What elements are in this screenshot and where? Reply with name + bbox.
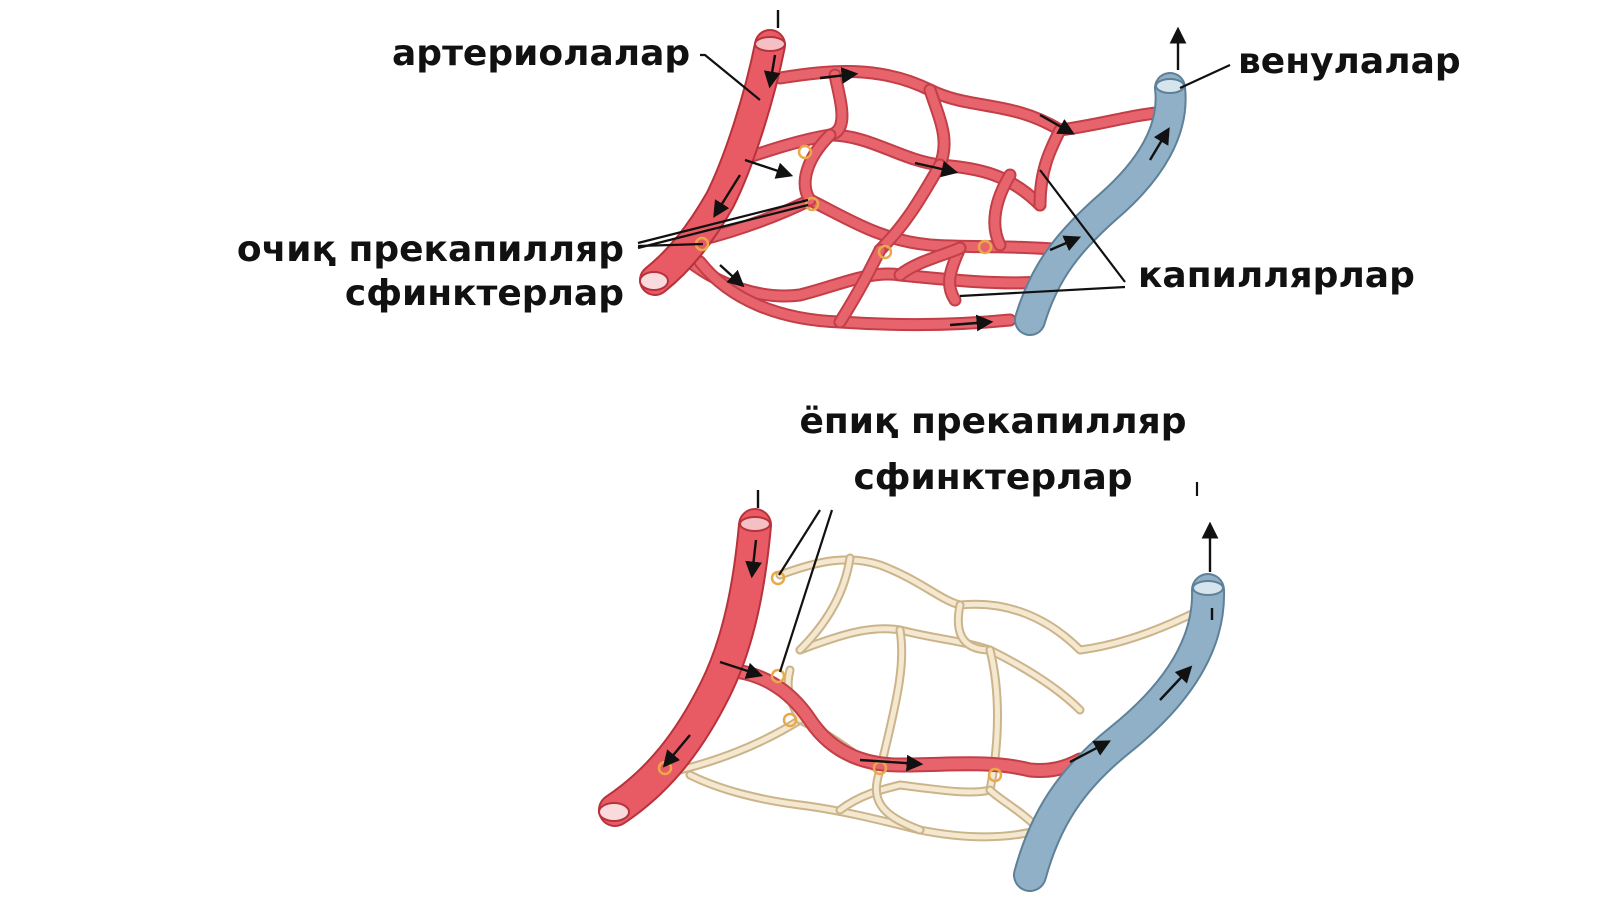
closed-capillary <box>877 627 905 773</box>
bottom-flow-arrow <box>1159 665 1193 701</box>
open-capillary <box>735 130 1045 210</box>
open-capillary <box>875 160 945 255</box>
top-arteriole-opening <box>754 36 786 52</box>
bottom-capillary-network <box>675 553 1205 842</box>
bottom-open-capillary <box>714 664 1086 776</box>
label-closed-sphincters-line2: сфинктерлар <box>853 457 1133 498</box>
top-flow-arrow <box>819 67 859 84</box>
label-closed-sphincters: ёпиқ прекапилляр сфинктерлар <box>778 400 1208 500</box>
top-flow-arrow <box>914 160 959 178</box>
label-capillaries: капиллярлар <box>1138 255 1415 296</box>
label-open-sphincters-line1: очиқ прекапилляр <box>236 229 624 270</box>
top-flow-arrow <box>719 264 745 288</box>
open-capillary <box>800 130 835 205</box>
bottom-venule <box>1015 575 1224 890</box>
open-capillary <box>1035 125 1065 210</box>
open-capillary <box>835 245 885 327</box>
leader-open-sphincter <box>637 242 704 248</box>
top-arteriole-end <box>639 271 669 291</box>
bottom-flow-arrow <box>745 539 762 579</box>
leader-capillaries <box>959 285 1126 298</box>
closed-capillary <box>797 626 1083 713</box>
top-sphincter <box>797 144 813 160</box>
top-flow-arrow <box>1148 127 1170 161</box>
closed-capillary <box>987 647 1000 793</box>
bottom-sphincter <box>987 767 1003 783</box>
closed-capillary <box>955 602 993 653</box>
leader-lines <box>637 53 1231 673</box>
top-flow-arrow <box>949 314 994 332</box>
top-venule-opening <box>1155 78 1185 94</box>
leader-arterioles <box>700 53 761 101</box>
label-closed-sphincters-line1: ёпиқ прекапилляр <box>799 401 1187 442</box>
bottom-sphincter <box>770 570 786 586</box>
leader-venules <box>1179 64 1231 89</box>
top-capillary-network <box>683 64 1172 331</box>
closed-capillary <box>797 555 853 653</box>
top-flow-arrow <box>744 158 794 179</box>
top-sphincter <box>804 196 820 212</box>
closed-capillary <box>687 772 1043 840</box>
label-open-sphincters: очиқ прекапилляр сфинктерлар <box>226 228 624 316</box>
bottom-venule-opening <box>1192 580 1224 596</box>
bottom-capillary-bed <box>598 490 1226 892</box>
closed-capillary <box>837 782 993 813</box>
top-capillary-bed <box>639 10 1187 336</box>
bottom-flow-arrow <box>719 660 764 679</box>
top-sphincter <box>877 244 893 260</box>
bottom-flow-arrow <box>859 754 924 772</box>
leader-closed-sphincter <box>778 509 821 576</box>
top-flow-arrow <box>1049 235 1082 252</box>
leader-capillaries <box>1039 169 1126 283</box>
bottom-arteriole-end <box>598 802 630 822</box>
bottom-sphincter <box>770 668 786 684</box>
open-capillary <box>925 85 949 170</box>
top-sphincter <box>977 239 993 255</box>
closed-capillary <box>873 767 923 833</box>
open-capillary <box>990 170 1015 250</box>
leader-closed-sphincter <box>778 509 834 673</box>
leader-open-sphincter <box>637 198 809 245</box>
label-venules: венулалар <box>1238 41 1461 82</box>
label-open-sphincters-line2: сфинктерлар <box>344 273 624 314</box>
open-capillary <box>895 243 965 280</box>
bottom-arteriole-opening <box>739 516 771 532</box>
top-flow-arrow <box>763 54 781 89</box>
leader-open-sphincter <box>637 203 809 250</box>
label-arterioles: артериолалар <box>392 33 691 74</box>
top-flow-arrow <box>1039 113 1075 135</box>
top-flow-arrow <box>713 174 742 218</box>
bottom-flow-arrow <box>1069 740 1111 764</box>
bottom-flow-arrow <box>662 734 691 768</box>
bottom-sphincter <box>782 712 798 728</box>
